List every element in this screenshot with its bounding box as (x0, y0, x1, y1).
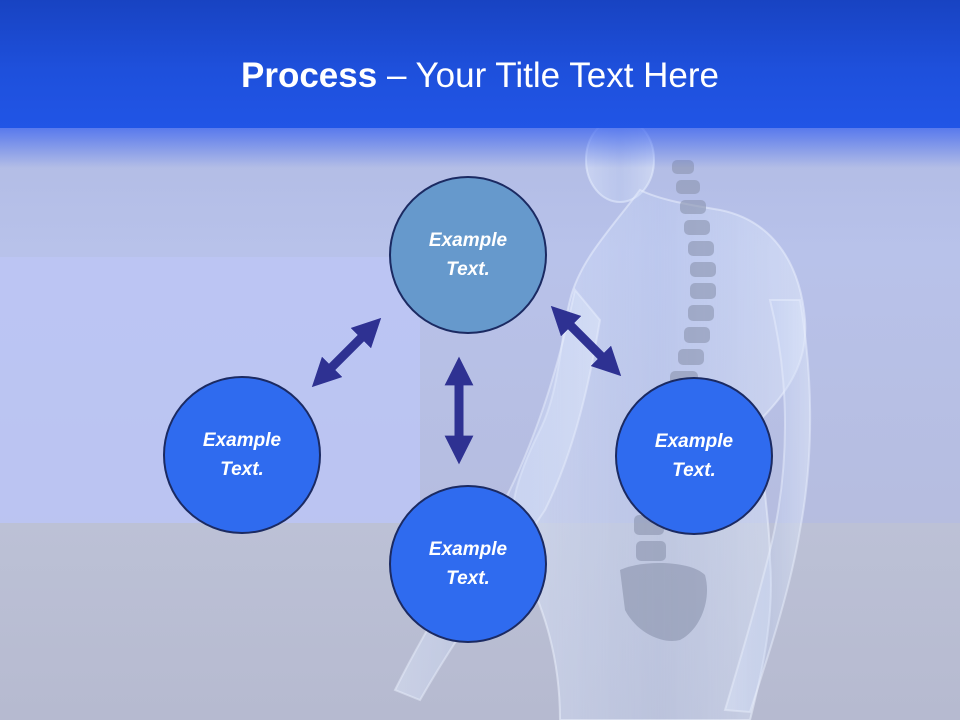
node-left-line2: Text. (220, 459, 264, 480)
node-right-line1: Example (654, 431, 734, 452)
node-bottom-line2: Text. (446, 568, 490, 589)
title-bold: Process (241, 56, 378, 95)
title-bar (0, 0, 960, 128)
node-top-line2: Text. (446, 259, 490, 280)
title-rest: – Your Title Text Here (377, 56, 719, 95)
slide-title: Process – Your Title Text Here (0, 56, 960, 96)
title-bar-glow (0, 128, 960, 168)
arrow-top-right (550, 305, 622, 377)
node-right-line2: Text. (672, 460, 716, 481)
node-bottom-line1: Example (428, 539, 508, 560)
node-left-line1: Example (202, 430, 282, 451)
arrow-top-left (311, 317, 382, 388)
node-top-line1: Example (428, 230, 508, 251)
